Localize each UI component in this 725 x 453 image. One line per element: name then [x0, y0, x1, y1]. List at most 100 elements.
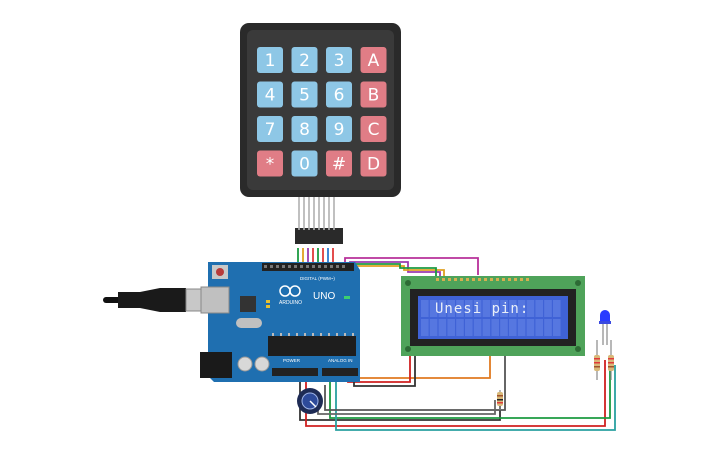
- usb-cable[interactable]: [103, 288, 213, 312]
- key-4[interactable]: 4: [257, 81, 283, 108]
- key-7[interactable]: 7: [257, 116, 283, 142]
- lcd-cell: [421, 300, 429, 317]
- key-cap: [291, 81, 318, 108]
- key-9[interactable]: 9: [326, 116, 352, 142]
- atmega-chip: [268, 336, 356, 356]
- key-cap: [360, 116, 387, 142]
- lcd-cell: [491, 319, 499, 336]
- lcd-cell: [491, 300, 499, 317]
- lcd-cell: [535, 300, 543, 317]
- key-0[interactable]: 0: [291, 150, 318, 177]
- lcd-cells: [421, 300, 561, 336]
- key-label: 5: [299, 86, 310, 106]
- wire-bottom-9[interactable]: [317, 400, 496, 415]
- key-d[interactable]: D: [360, 150, 387, 177]
- key-cap: [360, 47, 387, 73]
- lcd-cell: [438, 319, 447, 336]
- led-base: [599, 321, 611, 324]
- key-label: B: [368, 86, 380, 106]
- key-5[interactable]: 5: [291, 81, 318, 108]
- wire-bottom-6[interactable]: [341, 355, 491, 379]
- usb-plug: [118, 288, 186, 312]
- key-cap: [257, 116, 283, 142]
- lcd-cell: [447, 300, 455, 317]
- key-label: A: [368, 51, 380, 71]
- key-a[interactable]: A: [360, 47, 387, 73]
- arduino-logo-text: ARDUINO: [279, 300, 302, 306]
- lcd-cell: [509, 319, 517, 336]
- lcd-cell: [429, 300, 438, 317]
- key-1[interactable]: 1: [257, 47, 283, 73]
- rx-led: [266, 305, 270, 308]
- reset-button-cap: [216, 268, 224, 276]
- lcd-cell: [447, 319, 455, 336]
- key-b[interactable]: B: [360, 81, 387, 108]
- key-cap: [326, 150, 352, 177]
- key-label: #: [332, 155, 346, 175]
- lcd-cell: [535, 319, 543, 336]
- lcd-cell: [473, 300, 482, 317]
- lcd-cell: [482, 300, 491, 317]
- arduino-uno[interactable]: DIGITAL (PWM~) ARDUINO UNO POWER ANALOG …: [200, 262, 360, 382]
- lcd-cell: [473, 319, 482, 336]
- keypad-face: [247, 30, 394, 190]
- lcd-cell: [438, 300, 447, 317]
- lcd-cell: [465, 319, 473, 336]
- key-label: 2: [299, 51, 310, 71]
- lcd-cell: [553, 300, 561, 317]
- key-label: 1: [265, 51, 276, 71]
- lcd-cell: [465, 300, 473, 317]
- resistor-led-1[interactable]: [594, 340, 600, 380]
- capacitor-1: [237, 356, 253, 372]
- lcd-cell: [500, 300, 508, 317]
- key-8[interactable]: 8: [291, 116, 318, 142]
- power-jack: [200, 352, 232, 378]
- blue-led[interactable]: [599, 310, 611, 345]
- key-3[interactable]: 3: [326, 47, 352, 73]
- wire-bottom-3[interactable]: [329, 365, 611, 419]
- power-header: [272, 368, 318, 376]
- resistor-led-2[interactable]: [608, 340, 614, 380]
- arduino-logo-icon: [279, 285, 301, 297]
- key-cap: [326, 116, 352, 142]
- key-cap: [257, 47, 283, 73]
- wire-bottom-5[interactable]: [324, 352, 506, 411]
- lcd-cell: [544, 319, 552, 336]
- key-6[interactable]: 6: [326, 81, 352, 108]
- key-cap: [291, 116, 318, 142]
- key-label: D: [367, 155, 380, 175]
- wire-lcd-1[interactable]: [344, 257, 479, 275]
- key-label: 7: [265, 120, 276, 140]
- key-cap: [257, 81, 283, 108]
- resistor-lcd[interactable]: [497, 390, 503, 410]
- digital-label: DIGITAL (PWM~): [300, 276, 335, 281]
- key-label: 0: [299, 155, 310, 175]
- tx-led: [266, 300, 270, 303]
- key-cap: [291, 47, 318, 73]
- key-2[interactable]: 2: [291, 47, 318, 73]
- wire-lcd-3[interactable]: [355, 265, 445, 278]
- key-star[interactable]: *: [257, 150, 283, 177]
- lcd-cell: [526, 319, 535, 336]
- key-cap: [326, 47, 352, 73]
- lcd-cell: [526, 300, 535, 317]
- lcd-cell: [421, 319, 429, 336]
- key-cap: [360, 150, 387, 177]
- key-label: 6: [334, 86, 345, 106]
- keypad-connector: [295, 197, 343, 244]
- potentiometer[interactable]: [297, 388, 323, 414]
- wire-bottom-4[interactable]: [335, 365, 616, 431]
- arduino-model: UNO: [313, 291, 335, 302]
- lcd-cell: [456, 300, 464, 317]
- key-c[interactable]: C: [360, 116, 387, 142]
- led-dome: [600, 310, 610, 322]
- key-cap: [257, 150, 283, 177]
- lcd-display[interactable]: Unesi pin:: [401, 276, 585, 356]
- lcd-cell: [509, 300, 517, 317]
- key-hash[interactable]: #: [326, 150, 352, 177]
- key-label: 4: [265, 86, 276, 106]
- analog-header: [322, 368, 358, 376]
